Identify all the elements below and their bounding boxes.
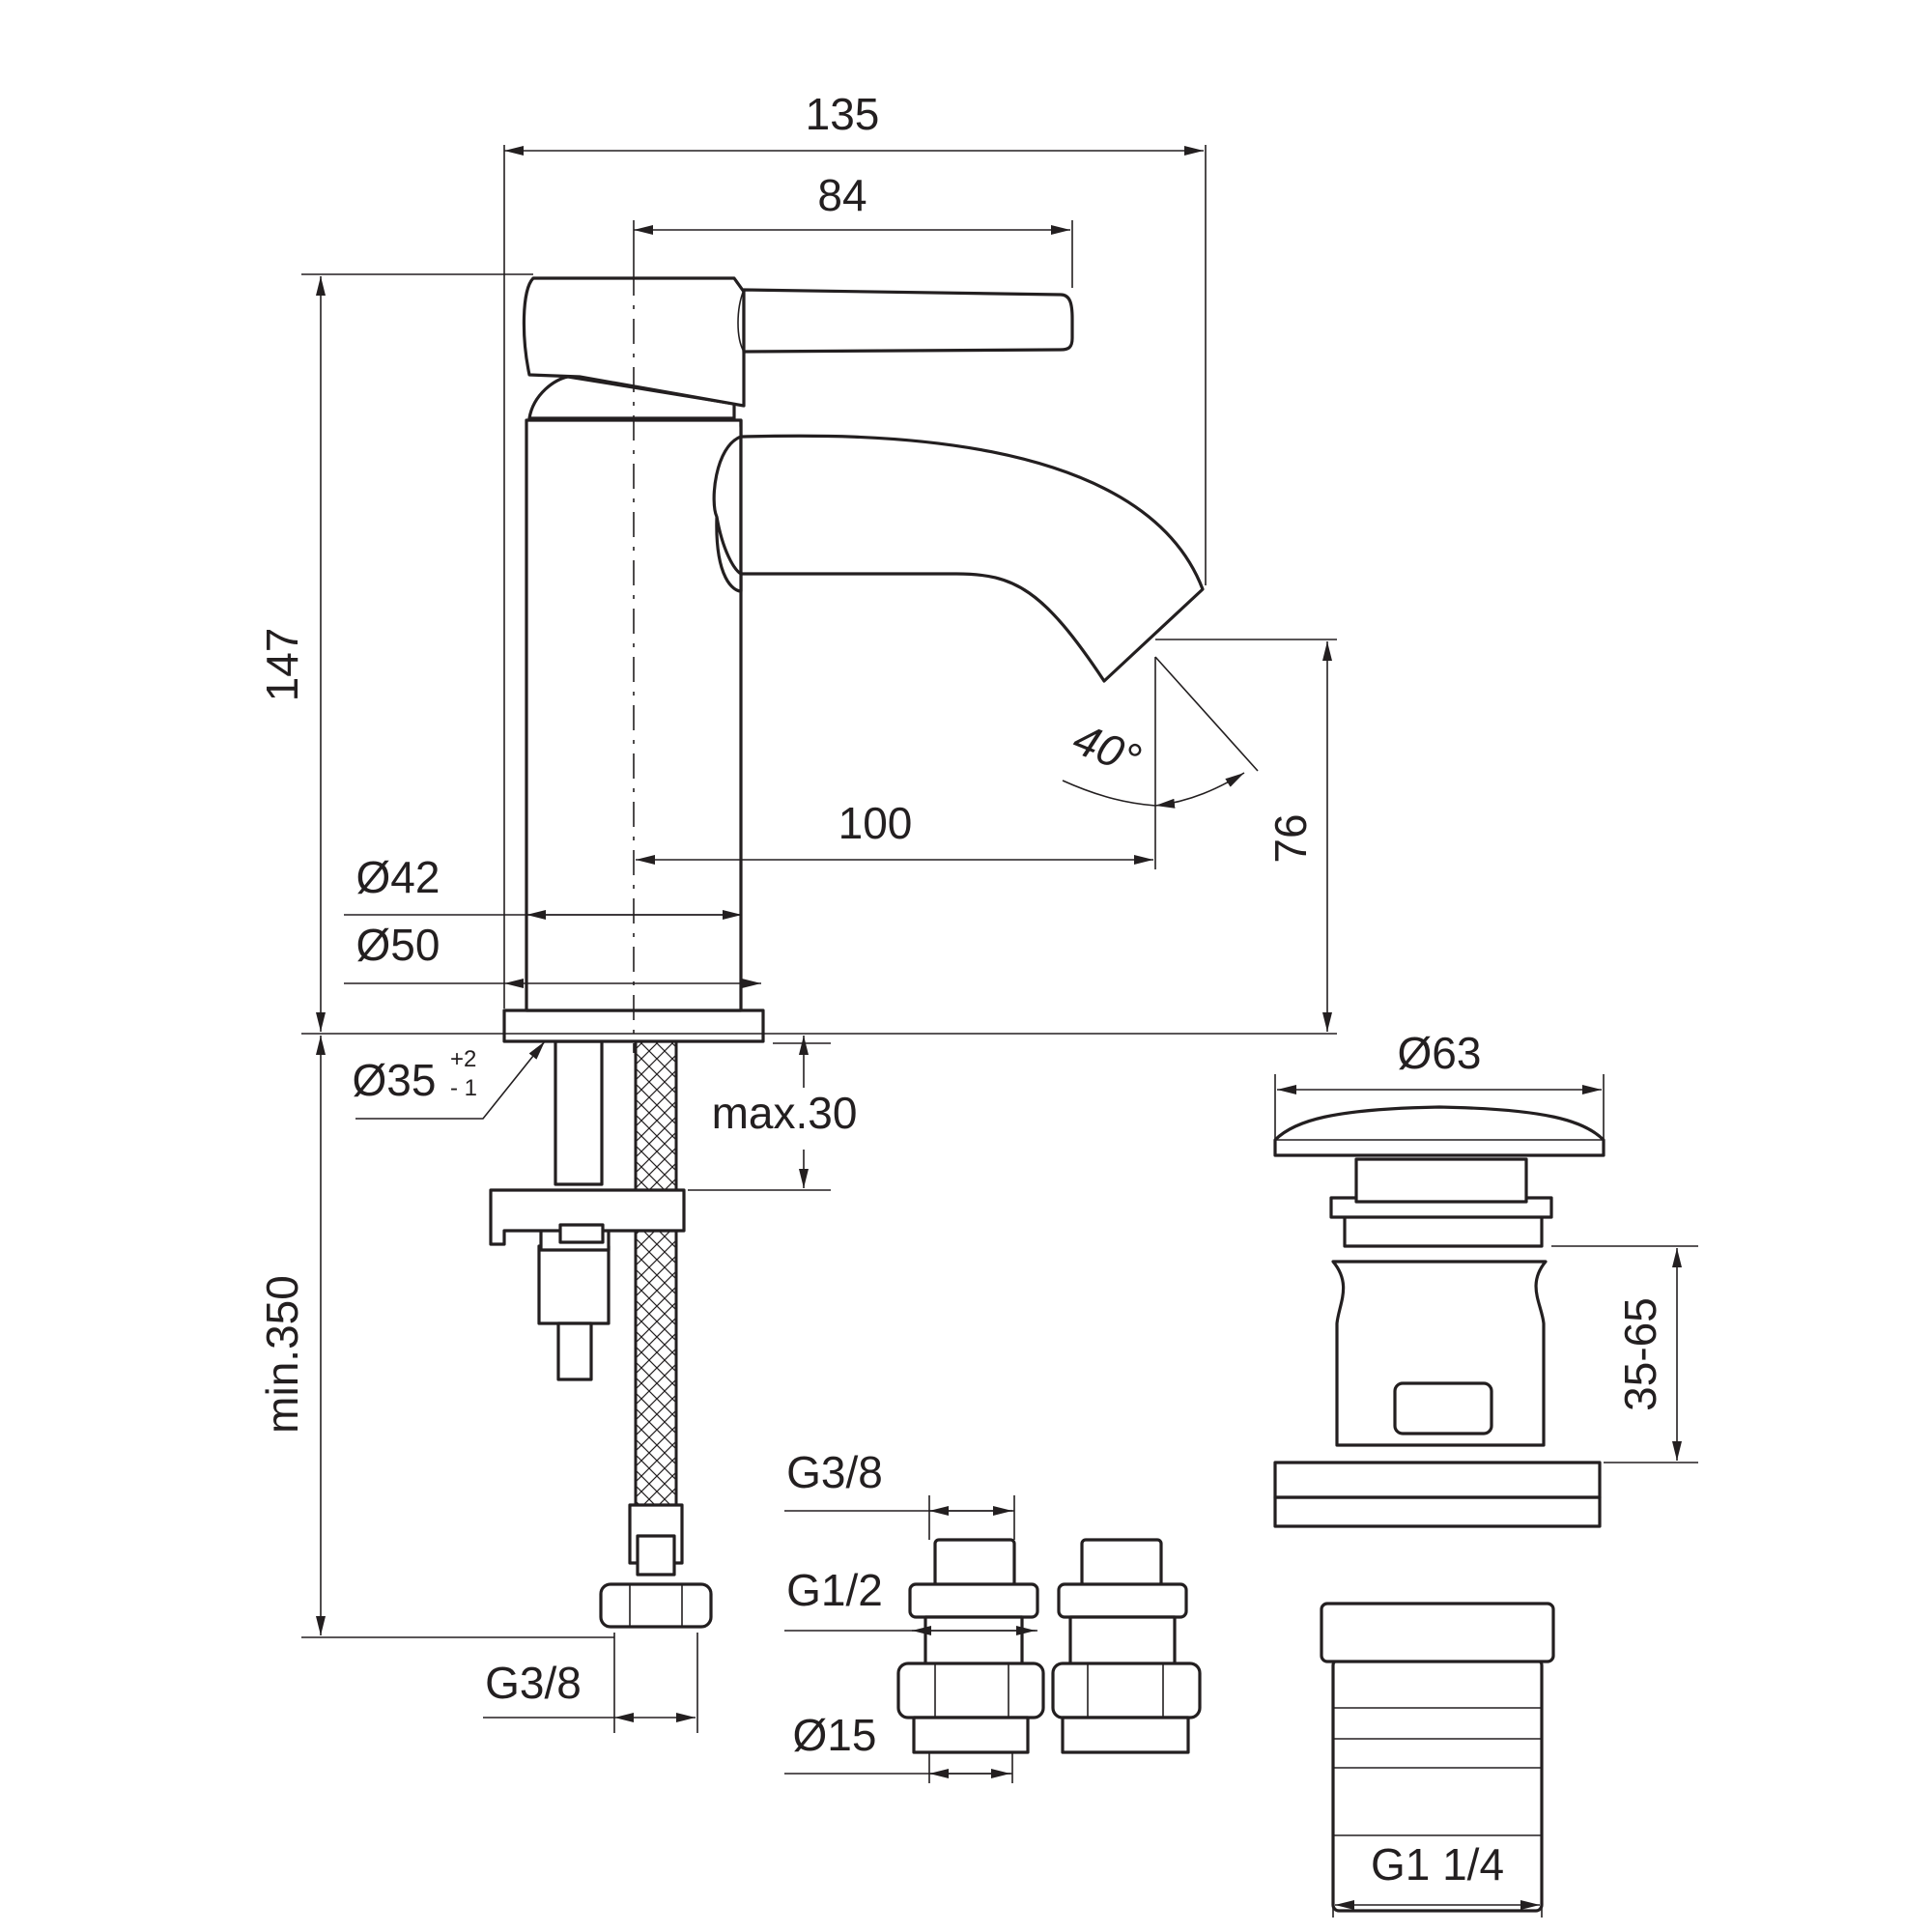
dim-40-deg: 40° [1066, 713, 1148, 784]
hose-connector [636, 1534, 676, 1577]
dim-min-350: min.350 [257, 1275, 307, 1434]
waste-dimensions: Ø63 35-65 G1 1/4 [1274, 1028, 1698, 1918]
bracket-tab [558, 1223, 605, 1244]
fixing-stud [556, 1321, 593, 1381]
dim-valve-d15: Ø15 [793, 1710, 877, 1760]
waste-cap [1273, 1105, 1605, 1157]
dim-valve-g12: G1/2 [786, 1565, 883, 1615]
dim-d35-tol-minus: - 1 [450, 1075, 477, 1101]
faucet-drawing [489, 270, 1205, 1629]
waste-locknut [1320, 1602, 1555, 1663]
valve-right [1051, 1538, 1202, 1754]
dim-d63: Ø63 [1398, 1028, 1482, 1078]
dim-max-30: max.30 [712, 1088, 858, 1138]
flexible-hose [634, 1039, 678, 1526]
fixing-rod [554, 1039, 604, 1186]
waste-drawing [1273, 1105, 1605, 1913]
dim-76: 76 [1265, 813, 1316, 863]
valve-dimensions: G3/8 G1/2 Ø15 [784, 1447, 1037, 1783]
waste-flange-washer [1273, 1495, 1602, 1528]
dim-d35: Ø35 [353, 1055, 437, 1105]
waste-window [1393, 1381, 1493, 1435]
dim-100: 100 [838, 798, 913, 848]
fixing-nut [537, 1244, 611, 1325]
waste-flange [1273, 1461, 1602, 1499]
valve-left [896, 1538, 1045, 1754]
hose-nut [599, 1582, 713, 1629]
faucet-dimensions: 135 84 147 min.350 100 76 40° Ø42 Ø50 Ø3… [257, 89, 1337, 1733]
fixing-bracket [489, 1188, 686, 1246]
dim-35-65: 35-65 [1615, 1297, 1665, 1411]
dim-g1-1-4: G1 1/4 [1371, 1839, 1504, 1889]
dim-d35-tol-plus: +2 [450, 1046, 476, 1072]
dim-d42: Ø42 [356, 852, 440, 902]
spout-collar [712, 420, 743, 593]
waste-neck [1354, 1157, 1528, 1204]
dim-hose-g38: G3/8 [485, 1658, 582, 1708]
dim-147: 147 [257, 628, 307, 702]
spout [739, 434, 1205, 683]
dim-valve-g38: G3/8 [786, 1447, 883, 1497]
lever-handle [742, 288, 1074, 354]
dim-84: 84 [817, 170, 867, 220]
dim-d50: Ø50 [356, 920, 440, 970]
dim-135: 135 [806, 89, 880, 139]
